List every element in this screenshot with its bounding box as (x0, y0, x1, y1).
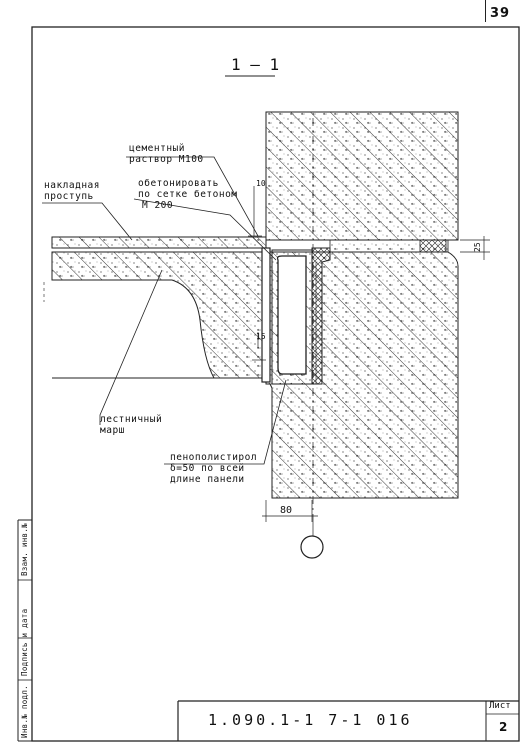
drawing-code: 1.090.1-1 7-1 016 (208, 711, 413, 729)
dimension-10: 10 (256, 179, 266, 188)
label-concrete-line1: обетонировать (138, 178, 219, 189)
leader-lines (42, 156, 287, 465)
dimension-15: 15 (256, 332, 266, 341)
sheet-number: 2 (499, 720, 508, 734)
concrete-joint (261, 247, 331, 385)
label-stair-line2: марш (100, 425, 125, 436)
label-concrete-line2: по сетке бетоном (138, 189, 238, 200)
label-concrete-line3: М 200 (142, 200, 174, 211)
page-number-rule (485, 0, 486, 22)
label-cement-line2: раствор М100 (129, 154, 204, 165)
stamp-signature-date: Подпись и дата (20, 608, 29, 676)
drawing-frame (17, 26, 520, 742)
dimension-25: 25 (473, 242, 482, 252)
label-stair-flight: лестничный марш (100, 414, 162, 436)
landing-tread (51, 236, 267, 249)
label-cement-line1: цементный (129, 143, 185, 154)
joint-strip (329, 239, 449, 253)
label-landing-tread: накладная проступь (44, 180, 100, 202)
label-landing-line1: накладная (44, 180, 100, 191)
stamp-replacement-inventory: Взам. инв.№ (20, 523, 29, 576)
label-landing-line2: проступь (44, 191, 94, 202)
dimension-80: 80 (280, 505, 293, 516)
label-foam-line3: длине панели (170, 474, 245, 485)
section-title: 1 – 1 (231, 55, 280, 74)
label-cement-mortar: цементный раствор М100 (129, 143, 204, 165)
dimension-lines (248, 186, 490, 536)
label-concrete-mesh: обетонировать по сетке бетоном М 200 (138, 178, 238, 211)
label-foam-line1: пенополистирол (170, 452, 258, 463)
label-foam-line2: δ=50 по всей (170, 463, 245, 474)
stamp-inventory-number: Инв.№ подл. (20, 685, 29, 738)
axis-marker-circle (300, 535, 324, 559)
label-foam-polystyrene: пенополистирол δ=50 по всей длине панели (170, 452, 257, 485)
stair-flight-section (43, 251, 263, 379)
label-stair-line1: лестничный (100, 414, 163, 425)
page-number: 39 (490, 6, 511, 21)
sheet-label: Лист (489, 701, 511, 711)
